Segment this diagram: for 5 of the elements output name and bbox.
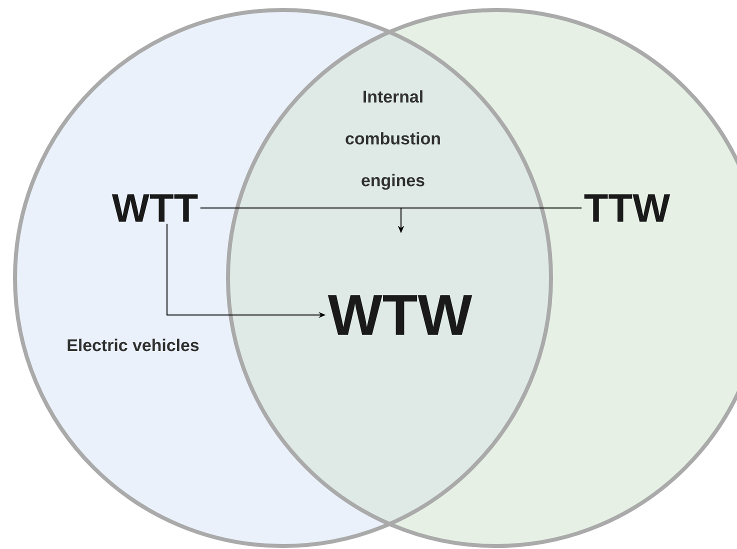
term-label: WTW [328,295,472,335]
text-label: Internal combustion engines [346,90,440,190]
text-label: Electric vehicles [68,338,199,352]
term-label: TTW [584,194,670,222]
term-label: WTT [112,194,198,222]
